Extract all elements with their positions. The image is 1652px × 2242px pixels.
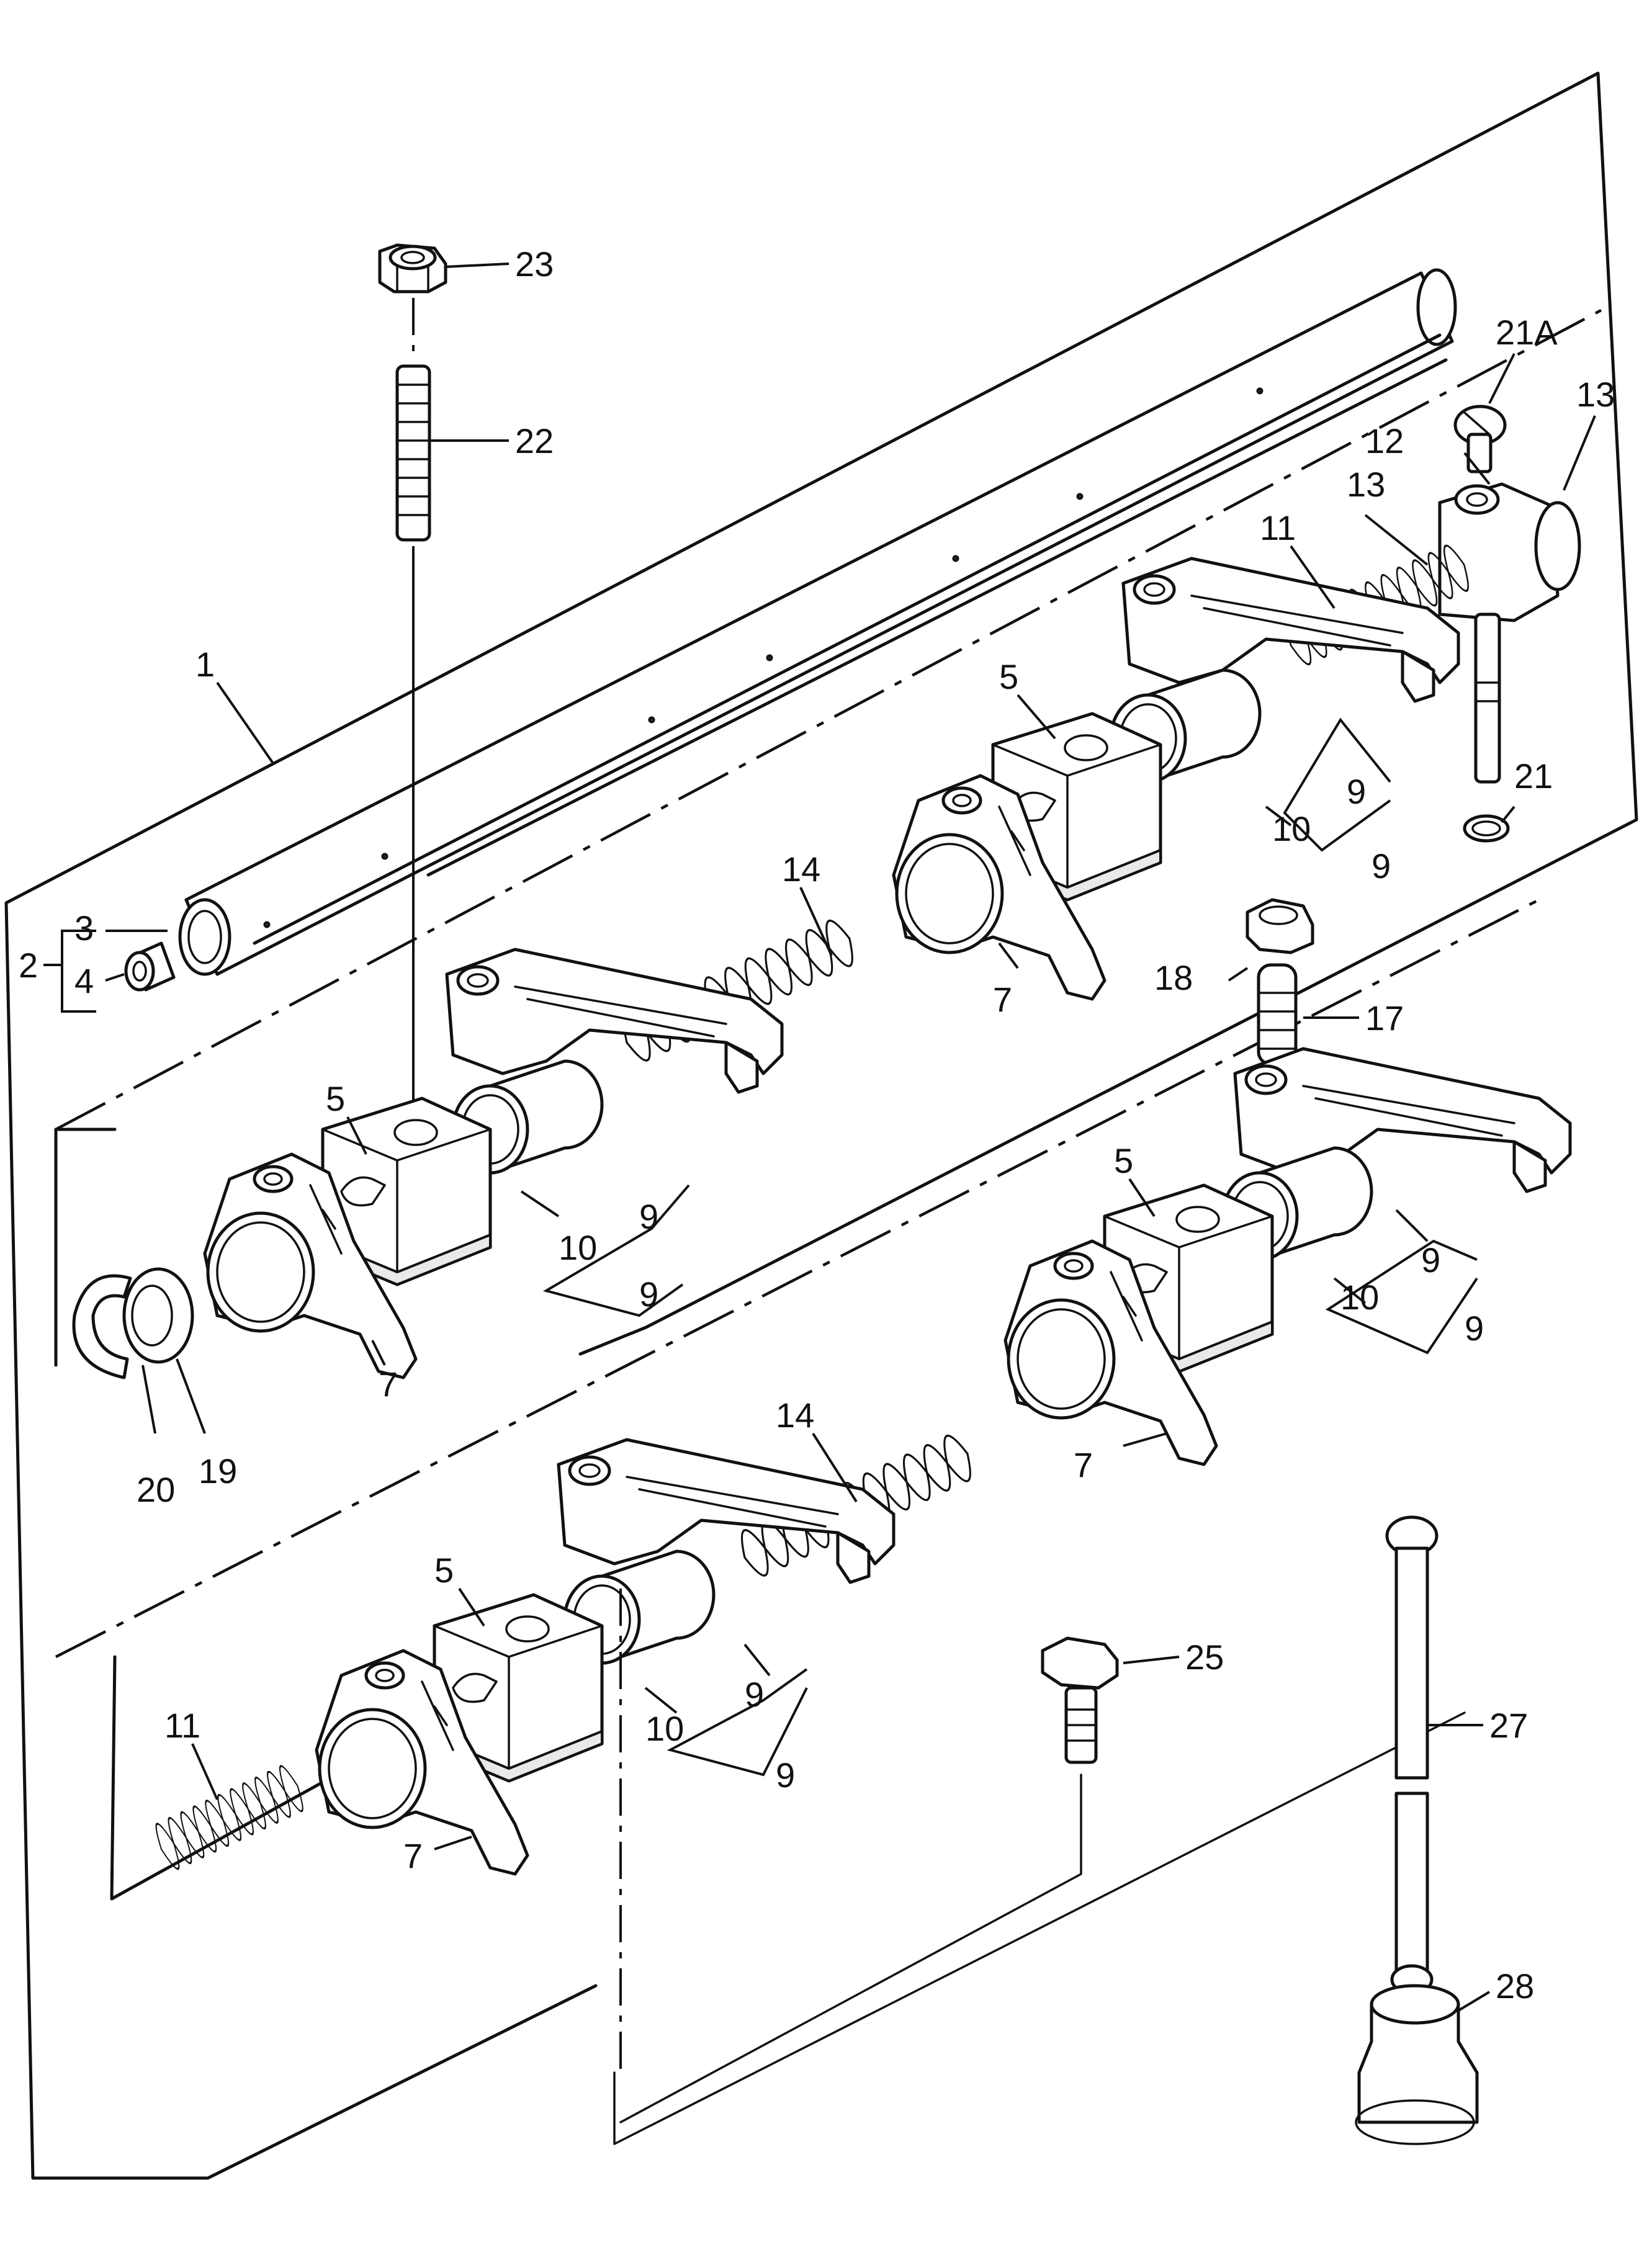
o-ring (1463, 814, 1510, 843)
callout-18: 18 (1154, 958, 1193, 997)
callout-22: 22 (515, 421, 554, 460)
callout-16-inner: 13 (1347, 465, 1385, 504)
callout-4: 4 (74, 961, 94, 1000)
callout-7-upper: 7 (993, 980, 1012, 1019)
callout-28: 28 (1496, 1966, 1534, 2006)
callout-27: 27 (1489, 1706, 1528, 1745)
rocker-arm (1123, 558, 1458, 701)
callout-14: 12 (1365, 421, 1404, 460)
callout-9-upper: 9 (1371, 846, 1391, 886)
callout-12-upper: 14 (782, 850, 820, 889)
callout-9-lower: 9 (776, 1755, 795, 1795)
callout-21: 21 (1514, 756, 1553, 796)
tappet (1355, 1984, 1479, 2145)
callout-11-left: 10 (559, 1228, 597, 1267)
end-spring (150, 1762, 309, 1873)
callout-7-left: 7 (379, 1365, 398, 1404)
callout-labels: 23 22 1 2 3 4 21A 13 12 13 11 5 21 9 10 … (19, 244, 1615, 2006)
plug (124, 941, 176, 992)
callout-10-lower: 9 (745, 1675, 764, 1714)
plug-screw (1453, 405, 1507, 473)
callout-10-left: 9 (639, 1197, 658, 1236)
callout-7-right: 7 (1074, 1445, 1093, 1484)
callout-13-upper: 11 (1260, 508, 1296, 547)
callout-5-right: 5 (1114, 1141, 1133, 1180)
callout-25: 25 (1185, 1638, 1224, 1677)
callout-16-outer: 13 (1576, 375, 1615, 414)
nut (378, 243, 447, 294)
callout-5-lower: 5 (434, 1551, 454, 1590)
callout-7-lower: 7 (403, 1836, 423, 1875)
washer (122, 1267, 194, 1364)
callout-10-upper: 9 (1347, 772, 1366, 811)
callout-11-lower: 10 (645, 1709, 684, 1748)
stud (395, 364, 431, 542)
callout-11-right: 10 (1340, 1278, 1379, 1317)
rocker-arm (559, 1440, 894, 1582)
callout-9-left: 9 (639, 1275, 658, 1314)
callout-3: 3 (74, 908, 94, 948)
callout-9-right: 9 (1465, 1309, 1484, 1348)
callout-20: 20 (137, 1470, 175, 1509)
rocker-arm (447, 949, 782, 1092)
oil-fitting (1438, 482, 1581, 784)
callout-1: 1 (195, 645, 215, 684)
callout-5-left: 5 (326, 1079, 345, 1118)
callout-12-lower: 14 (776, 1396, 814, 1435)
callout-23: 23 (515, 244, 554, 284)
callout-17: 17 (1365, 998, 1404, 1038)
callout-10-right: 9 (1421, 1240, 1440, 1280)
adjusting-screw (1257, 963, 1298, 1066)
callout-19: 19 (199, 1451, 237, 1491)
callout-5-upper: 5 (999, 657, 1018, 696)
callout-13-lower: 11 (164, 1706, 200, 1745)
callout-21a: 21A (1496, 313, 1558, 352)
push-rod (1385, 1515, 1439, 1995)
rocker-shaft (178, 268, 1457, 976)
callout-2: 2 (19, 946, 38, 985)
snap-ring (72, 1274, 132, 1379)
lock-nut (1246, 898, 1314, 954)
callout-11-upper: 10 (1272, 809, 1311, 848)
bolt (1041, 1636, 1119, 1764)
